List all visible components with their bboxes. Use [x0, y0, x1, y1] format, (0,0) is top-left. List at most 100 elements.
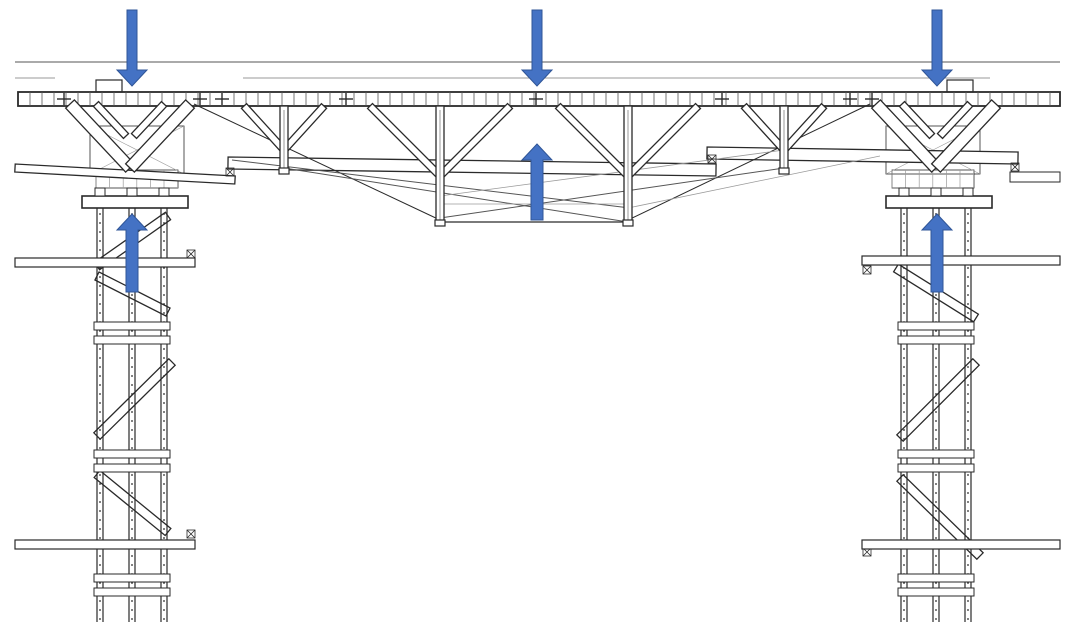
down-arrow-icon: [520, 9, 554, 87]
leg-bolt: [967, 618, 969, 620]
leg-bolt: [131, 483, 133, 485]
head-inner: [92, 100, 130, 140]
leg-bolt: [131, 555, 133, 557]
leg-bolt: [99, 357, 101, 359]
tower-ledger: [897, 573, 975, 583]
leg-bolt: [163, 240, 165, 242]
leg-bolt: [131, 618, 133, 620]
leg-bolt: [967, 474, 969, 476]
leg-bolt: [163, 249, 165, 251]
leg-bolt: [967, 501, 969, 503]
tie-line: [193, 103, 441, 221]
tower-brace: [93, 469, 172, 537]
tower-cap-lug: [158, 187, 170, 197]
top-block-left: [95, 79, 123, 93]
leg-bolt: [935, 402, 937, 404]
leg-bolt: [163, 276, 165, 278]
leg-bolt: [967, 384, 969, 386]
leg-bolt: [967, 285, 969, 287]
leg-bolt: [903, 384, 905, 386]
tower-cap: [81, 195, 189, 209]
xbox-frame: [862, 265, 872, 275]
leg-bolt: [903, 366, 905, 368]
leg-bolt: [131, 609, 133, 611]
leg-bolt: [935, 555, 937, 557]
xbox-diag: [1010, 162, 1020, 172]
strut-right: [706, 146, 1019, 165]
tower-ledger: [93, 321, 171, 331]
leg-bolt: [99, 249, 101, 251]
leg-bolt: [131, 348, 133, 350]
leg-bolt: [903, 393, 905, 395]
leg-bolt: [99, 375, 101, 377]
leg-bolt: [935, 393, 937, 395]
leg-bolt: [903, 348, 905, 350]
leg-bolt: [903, 537, 905, 539]
leg-bolt: [163, 537, 165, 539]
tower-ledger: [93, 335, 171, 345]
tower-ledger: [93, 587, 171, 597]
leg-bolt: [163, 366, 165, 368]
leg-bolt: [131, 474, 133, 476]
leg-bolt: [935, 384, 937, 386]
tower-ledger: [897, 335, 975, 345]
leg-bolt: [935, 510, 937, 512]
truss-bracket-4: [740, 102, 828, 175]
leg-bolt: [131, 438, 133, 440]
tower-ledger: [897, 587, 975, 597]
leg-bolt: [131, 366, 133, 368]
leg-bolt: [967, 303, 969, 305]
leg-bolt: [131, 519, 133, 521]
xbox: [186, 529, 196, 539]
leg-bolt: [99, 402, 101, 404]
leg-bolt: [163, 600, 165, 602]
leg-bolt: [99, 447, 101, 449]
leg-bolt: [163, 411, 165, 413]
tower-brace: [895, 357, 981, 443]
shoring-tower-right: [885, 187, 993, 622]
leg-bolt: [903, 438, 905, 440]
leg-bolt: [99, 528, 101, 530]
down-arrow-icon: [920, 9, 954, 87]
tie-line: [439, 167, 785, 219]
truss-bracket-1: [240, 102, 328, 175]
tower-ledger: [897, 449, 975, 459]
xbox-frame: [186, 529, 196, 539]
leg-bolt: [163, 213, 165, 215]
leg-bolt: [163, 222, 165, 224]
shoring-towers: [81, 187, 993, 622]
leg-bolt: [99, 384, 101, 386]
leg-bolt: [967, 402, 969, 404]
leg-bolt: [903, 213, 905, 215]
top-girder: [17, 91, 1061, 107]
cross-beams: [14, 255, 1061, 550]
leg-bolt: [163, 474, 165, 476]
leg-bolt: [99, 501, 101, 503]
leg-bolt: [903, 267, 905, 269]
leg-bolt: [935, 582, 937, 584]
leg-bolt: [99, 330, 101, 332]
leg-bolt: [99, 618, 101, 620]
leg-bolt: [99, 294, 101, 296]
leg-bolt: [99, 492, 101, 494]
leg-bolt: [903, 249, 905, 251]
leg-bolt: [935, 303, 937, 305]
leg-bolt: [935, 438, 937, 440]
leg-bolt: [967, 276, 969, 278]
leg-bolt: [903, 330, 905, 332]
leg-bolt: [99, 609, 101, 611]
leg-bolt: [903, 492, 905, 494]
leg-bolt: [967, 267, 969, 269]
leg-bolt: [131, 492, 133, 494]
leg-bolt: [99, 429, 101, 431]
leg-bolt: [935, 447, 937, 449]
leg-bolt: [99, 312, 101, 314]
leg-bolt: [903, 294, 905, 296]
tower-cap-lug: [930, 187, 942, 197]
leg-bolt: [163, 429, 165, 431]
leg-bolt: [99, 285, 101, 287]
truss-post-foot: [434, 219, 446, 227]
leg-bolt: [99, 438, 101, 440]
leg-bolt: [131, 537, 133, 539]
